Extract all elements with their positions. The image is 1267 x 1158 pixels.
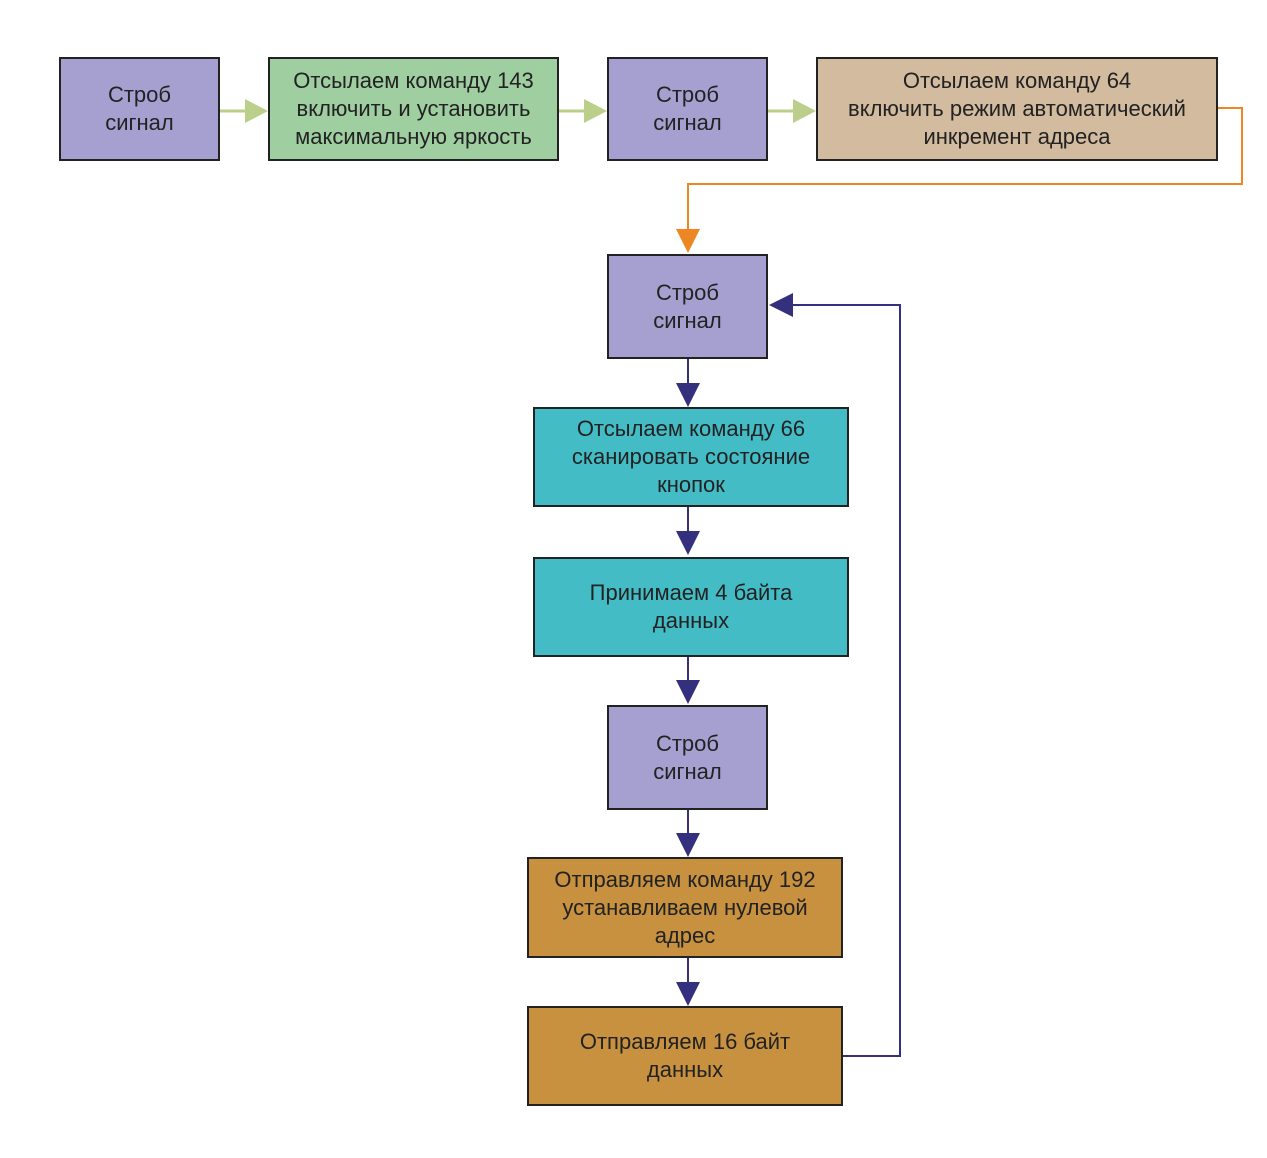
node-send16-label: Отправляем 16 байт данных (579, 1029, 791, 1082)
node-cmd64-label: Отсылаем команду 64 включить режим автом… (848, 68, 1186, 149)
arrow-strobe3-to-cmd66 (676, 358, 700, 407)
node-cmd143-label: Отсылаем команду 143 включить и установи… (293, 68, 534, 149)
arrow-strobe4-to-cmd192 (676, 809, 700, 857)
arrow-cmd143-to-strobe2 (558, 99, 607, 123)
node-send16: Отправляем 16 байт данных (527, 1006, 843, 1106)
node-strobe3-label: Строб сигнал (653, 279, 722, 333)
node-strobe4-label: Строб сигнал (653, 730, 722, 784)
node-strobe4: Строб сигнал (607, 705, 768, 810)
arrow-strobe1-to-cmd143 (219, 99, 268, 123)
loop-send16-to-strobe3 (769, 293, 901, 1057)
node-cmd192: Отправляем команду 192 устанавливаем нул… (527, 857, 843, 958)
node-cmd66: Отсылаем команду 66 сканировать состояни… (533, 407, 849, 507)
arrow-cmd66-to-receive4 (676, 506, 700, 555)
arrow-strobe2-to-cmd64 (767, 99, 816, 123)
node-cmd64: Отсылаем команду 64 включить режим автом… (816, 57, 1218, 161)
node-strobe1: Строб сигнал (59, 57, 220, 161)
node-strobe2: Строб сигнал (607, 57, 768, 161)
connector-cmd64-to-strobe3 (676, 107, 1243, 253)
arrow-receive4-to-strobe4 (676, 656, 700, 704)
node-cmd66-label: Отсылаем команду 66 сканировать состояни… (571, 416, 811, 497)
node-strobe2-label: Строб сигнал (653, 82, 722, 135)
node-strobe1-label: Строб сигнал (105, 82, 174, 135)
node-strobe3: Строб сигнал (607, 254, 768, 359)
node-receive4-label: Принимаем 4 байта данных (589, 580, 793, 633)
node-cmd192-label: Отправляем команду 192 устанавливаем нул… (554, 866, 816, 948)
arrow-cmd192-to-send16 (676, 957, 700, 1006)
node-receive4: Принимаем 4 байта данных (533, 557, 849, 657)
node-cmd143: Отсылаем команду 143 включить и установи… (268, 57, 559, 161)
